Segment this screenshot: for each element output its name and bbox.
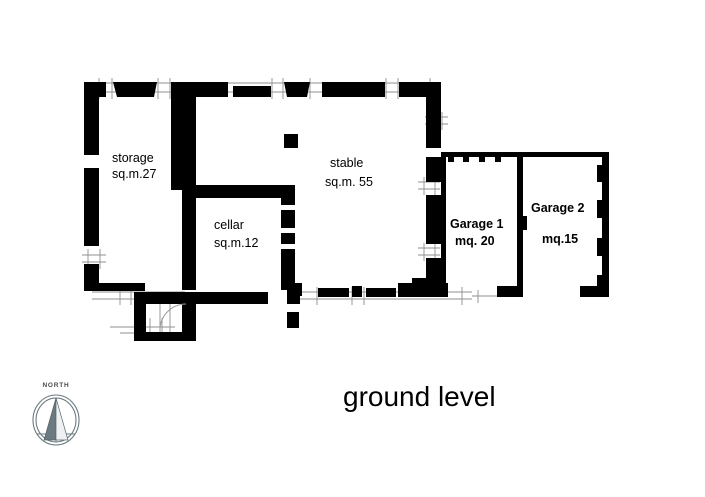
garage-2-name: Garage 2 xyxy=(531,201,585,215)
stable-room-name: stable xyxy=(330,156,363,170)
cellar-room-name: cellar xyxy=(214,218,244,232)
cellar-room-area: sq.m.12 xyxy=(214,236,259,250)
storage-room-name: storage xyxy=(112,151,154,165)
compass-rose: NORTH xyxy=(32,382,80,446)
garage-1-area: mq. 20 xyxy=(455,234,495,248)
page-title: ground level xyxy=(343,381,496,412)
stable-room-area: sq.m. 55 xyxy=(325,175,373,189)
garage-walls xyxy=(441,152,609,297)
compass-needle-east-half xyxy=(55,397,69,441)
room-labels: storage sq.m.27 cellar sq.m.12 stable sq… xyxy=(112,151,585,250)
building-walls xyxy=(84,82,441,341)
garage-2-area: mq.15 xyxy=(542,232,578,246)
garage-1-name: Garage 1 xyxy=(450,217,504,231)
compass-outer-circle xyxy=(32,394,80,446)
door-swing-arcs xyxy=(159,303,187,332)
compass-north-label: NORTH xyxy=(42,382,69,389)
storage-room-area: sq.m.27 xyxy=(112,167,157,181)
